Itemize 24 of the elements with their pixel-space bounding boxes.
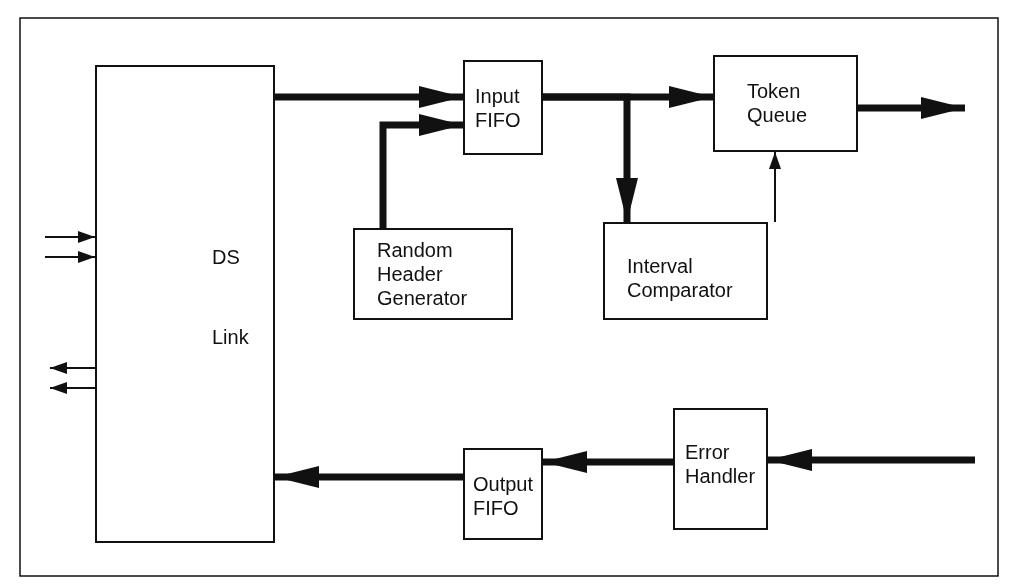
arrow	[543, 93, 638, 222]
block-box	[713, 55, 858, 152]
block-label: DS Link	[212, 245, 250, 350]
arrow	[44, 251, 96, 263]
arrow	[769, 151, 781, 223]
arrow	[275, 466, 463, 488]
block-box	[95, 65, 275, 543]
block-box	[353, 228, 513, 320]
block-label: Input FIFO	[475, 84, 522, 132]
arrow	[275, 86, 463, 108]
arrow	[543, 451, 673, 473]
block-label: Interval Comparator	[627, 254, 734, 302]
block-box	[603, 222, 768, 320]
arrow	[379, 114, 463, 228]
block-label: Random Header Generator	[377, 238, 469, 310]
block-label: Error Handler	[685, 440, 757, 488]
block-label: Output FIFO	[473, 472, 535, 520]
block-box	[463, 448, 543, 540]
block-box	[463, 60, 543, 155]
arrow	[44, 231, 96, 243]
block-box	[673, 408, 768, 530]
block-label: Token Queue	[747, 79, 809, 127]
arrow	[49, 362, 96, 374]
arrow	[49, 382, 96, 394]
